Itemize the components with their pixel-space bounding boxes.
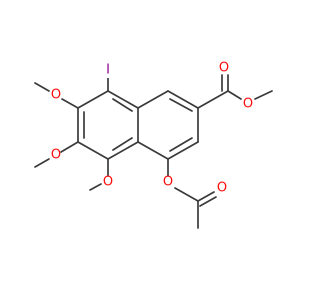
bond [34,82,50,92]
bond [197,90,229,109]
bond [137,90,169,109]
bond [89,183,102,191]
bond [199,196,217,207]
bond-layer [34,74,273,229]
bond [34,158,50,168]
bond [227,90,242,100]
bond [77,141,109,160]
oxygen-atom-label: O [51,88,61,103]
iodine-label-bg [102,62,114,78]
oxygen-atom-label: O [103,175,113,190]
bond [107,90,139,109]
oxygen-atom-label: O [219,61,229,76]
bond [77,90,109,109]
atom-labels: I O O O O O O O [51,61,253,196]
bond [112,137,133,151]
bond [197,191,215,202]
bond [167,90,199,109]
bond [60,141,79,153]
bond [167,141,199,160]
iodine-atom-label: I [106,63,110,78]
oxygen-atom-label: O [217,181,227,196]
bond [112,98,133,112]
bond [174,187,199,202]
molecule-structure: I O O O O O O O [34,61,273,229]
bond [137,141,169,160]
bond [254,90,273,100]
oxygen-atom-label: O [163,175,173,190]
bond [169,137,193,152]
bond [169,98,193,112]
structure-canvas: I O O O O O O O [34,60,273,229]
bond [61,98,79,109]
oxygen-atom-label: O [51,148,61,163]
oxygen-atom-label: O [243,97,253,112]
bond [107,141,139,160]
